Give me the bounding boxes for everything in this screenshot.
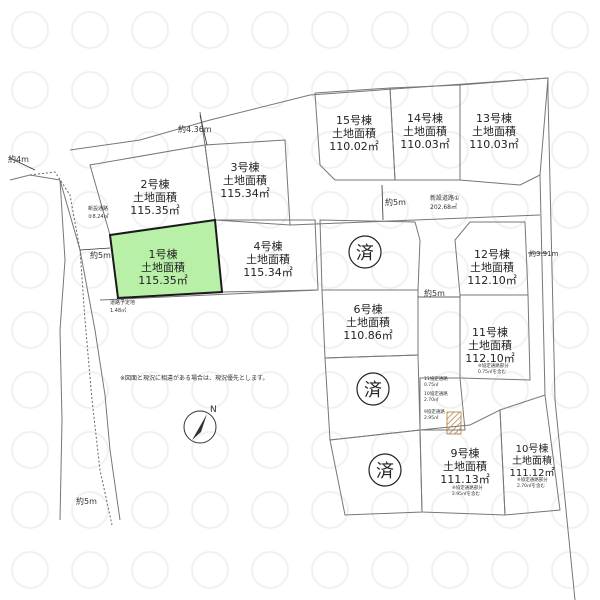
lot-1-name: 1号棟 [149,247,178,261]
lot-3-area-label: 土地面積 [223,173,267,187]
lot-9-note: ※協定通路部分 [452,484,483,491]
disclaimer-text: ※図面と現況に相違がある場合は、現況優先とします。 [120,374,268,382]
lot-4-name: 4号棟 [254,239,283,253]
width-5m-road-label: 約5m [385,197,406,207]
lot-9-area: 111.13㎡ [440,473,490,486]
agreement-9-label: 9協定通路 [424,408,445,415]
lot-10-area: 111.12㎡ [510,467,555,479]
lot-6-area: 110.86㎡ [343,329,393,342]
agreement-10-label: 10協定通路 [424,390,448,397]
lot-4-area: 115.34㎡ [243,266,293,279]
lot-6-area-label: 土地面積 [346,315,390,329]
left-road-edge [29,171,113,526]
north-arrow: N [183,405,217,444]
width-5m-bottom-label: 約5m [76,496,97,506]
lot-14-name: 14号棟 [407,111,443,125]
agreement-path-hatch [446,411,462,435]
width-391-label: 約3.91m [529,249,559,258]
lot-10-outline [499,394,561,516]
lot-3-area: 115.34㎡ [220,187,270,200]
lot-11-note: ※協定通路部分 [478,362,509,369]
width-436-label: 約4.36m [178,124,212,134]
lot-10-note2: 2.70㎡を含む [517,482,546,489]
lot-10-area-label: 土地面積 [512,454,552,467]
lot-9-note2: 2.95㎡を含む [452,490,481,497]
north-label: N [210,405,217,415]
sold-marks: 済 済 済 [348,235,402,487]
agreement-11-label: 11協定通路 [424,375,448,382]
lot-10-note: ※協定通路部分 [517,476,548,483]
lot-14-area: 110.03㎡ [400,138,450,151]
new-road-label: 新設道路① [430,194,459,202]
width-5m-left-label: 約5m [90,250,111,260]
lot-sold-1-outline [319,219,421,291]
agreement-9-area: 2.95㎡ [424,414,439,421]
lot-2-area-label: 土地面積 [133,190,177,204]
lot-4-area-label: 土地面積 [246,252,290,266]
lot-6-name: 6号棟 [354,302,383,316]
width-4m-label: 約4m [8,154,29,164]
lot-15-name: 15号棟 [336,113,372,127]
lot-12-name: 12号棟 [474,247,510,261]
new-road-area: 202.68㎡ [430,203,457,211]
sold-mark-3: 済 [376,461,394,482]
lot-1-area-label: 土地面積 [141,260,185,274]
lot-2-area: 115.35㎡ [130,204,180,217]
agreement-10-area: 2.70㎡ [424,396,439,403]
sold-mark-2: 済 [364,380,382,401]
agreement-11-area: 0.75㎡ [424,381,439,388]
lot-1-area: 115.35㎡ [138,274,188,287]
new-path-label: 新設通路 [88,205,108,212]
lot-11-name: 11号棟 [472,325,508,339]
lot-2-name: 2号棟 [141,177,170,191]
lot-11-area-label: 土地面積 [468,338,512,352]
lot-13-name: 13号棟 [476,111,512,125]
lot-11-outline [459,294,531,381]
lot-15-area: 110.02㎡ [329,140,379,153]
width-5m-mid-label: 約5m [424,288,445,298]
lot-13-area-label: 土地面積 [472,124,516,138]
lot-12-area-label: 土地面積 [470,260,514,274]
lot-15-area-label: 土地面積 [332,126,376,140]
sold-mark-1: 済 [356,243,374,264]
lot-outlines [89,77,561,516]
site-boundary [9,77,576,600]
lot-13-area: 110.03㎡ [469,138,519,151]
lot-1-highlight[interactable] [108,218,224,300]
lot-9-name: 9号棟 [451,446,480,460]
lot-13-outline [459,77,549,186]
planned-road-label: 道路予定地 [110,299,135,306]
lot-10-name: 10号棟 [516,442,549,455]
planned-road-area: 1.48㎡ [110,307,126,314]
width-markers [9,114,548,298]
lot-15-outline [314,87,396,181]
lot-11-note2: 0.75㎡を含む [478,368,507,375]
lot-3-name: 3号棟 [231,160,260,174]
lot-14-area-label: 土地面積 [403,124,447,138]
lot-9-area-label: 土地面積 [443,459,487,473]
new-path-area: ②8.24㎡ [88,213,109,220]
lot-11-area: 112.10㎡ [465,352,515,365]
lot-12-area: 112.10㎡ [467,274,517,287]
